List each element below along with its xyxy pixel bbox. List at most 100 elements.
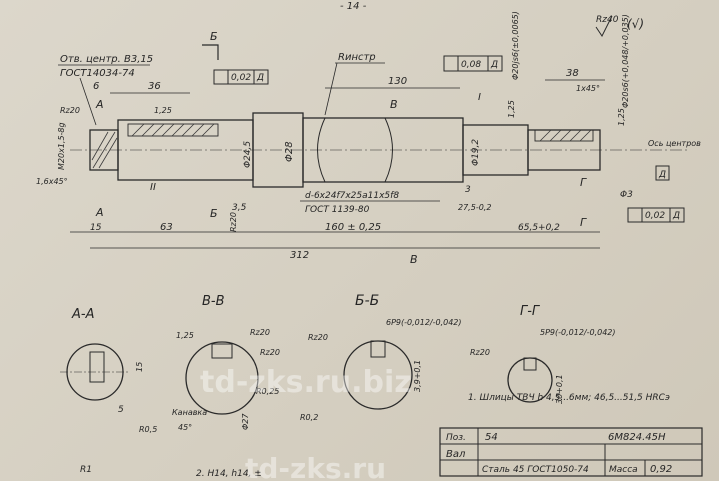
- cut-arrow-b-top: [202, 44, 219, 60]
- roughness-symbol-top: [595, 15, 613, 37]
- center-hole-label: Отв. центр. В3,15: [60, 54, 153, 65]
- section-bb: [343, 340, 413, 410]
- title-mass-label: Масса: [609, 465, 638, 475]
- dim-phi245: Φ24,5: [243, 141, 253, 168]
- dim-chamfer-right: 1x45°: [576, 84, 600, 93]
- rinstr-leader: [324, 62, 338, 116]
- roughness-brace: (√): [627, 17, 644, 31]
- note-1: 1. Шлицы ТВЧ h 4,5...6мм; 46,5...51,5 HR…: [468, 393, 670, 403]
- tolerance-top-ref: Д: [490, 60, 498, 70]
- aa-dim-15: 15: [135, 362, 144, 372]
- center-hole-std: ГОСТ14034-74: [60, 68, 135, 79]
- dim-65-5: 65,5+0,2: [518, 223, 560, 233]
- tolerance-frame-top: 0,08 Д: [443, 55, 503, 72]
- tolerance-left-value: 0,02: [231, 73, 251, 83]
- section-gg-title: Г-Г: [520, 304, 541, 319]
- dim-m20: M20x1,5-8g: [57, 122, 66, 170]
- dim-3: 3: [465, 185, 471, 195]
- gg-30: 30+0,1: [555, 374, 564, 404]
- section-aa-title: A-A: [71, 307, 94, 322]
- dim-160: 160 ± 0,25: [325, 222, 381, 233]
- vv-r025: R0,25: [256, 387, 279, 396]
- tolerance-right-ref: Д: [672, 211, 680, 221]
- section-vv-title: В-В: [202, 294, 225, 309]
- gg-5p9: 5P9(-0,012/-0,042): [540, 328, 616, 337]
- tolerance-frame-right: 0,02 Д: [627, 207, 685, 223]
- title-pos-label: Поз.: [446, 433, 466, 443]
- section-gg: [507, 357, 553, 403]
- bb-39: 3,9+0,1: [413, 360, 422, 392]
- aa-groove: Канавка: [172, 408, 207, 417]
- vv-125: 1,25: [176, 331, 194, 340]
- marker-v-top: В: [390, 98, 398, 111]
- dim-63: 63: [160, 222, 173, 233]
- dim-125-a: 1,25: [154, 106, 172, 115]
- callout-leader: [79, 77, 97, 126]
- spline-runout-right: [384, 117, 393, 183]
- keyway-right: [534, 129, 594, 142]
- vv-rz20: Rz20: [250, 328, 270, 337]
- tolerance-frame-left: 0,02 Д: [213, 69, 269, 85]
- centers-label: Ось центров: [648, 139, 701, 148]
- marker-g-bottom: Г: [580, 216, 587, 229]
- spline-std: ГОСТ 1139-80: [305, 205, 370, 215]
- dim-38: 38: [566, 68, 579, 79]
- tolerance-top-value: 0,08: [461, 60, 481, 70]
- title-pos-value: 54: [485, 432, 498, 443]
- section-aa: [60, 343, 130, 401]
- dim-125-b: 1,25: [507, 100, 516, 118]
- aa-r05: R0,5: [139, 425, 157, 434]
- marker-v-bottom: В: [410, 253, 418, 266]
- bb-6p9: 6P9(-0,012/-0,042): [386, 318, 462, 327]
- section-marker-b-top: Б: [210, 30, 218, 43]
- dim-phi192: Φ19,2: [471, 139, 481, 166]
- marker-b-bottom: Б: [210, 207, 218, 220]
- dim-27-5: 27,5-0,2: [458, 203, 491, 212]
- dim-36: 36: [148, 81, 161, 92]
- aa-45: 45°: [178, 423, 192, 432]
- tolerance-left-ref: Д: [256, 73, 264, 83]
- dim-rz20-vert: Rz20: [229, 212, 238, 232]
- aa-r1: R1: [80, 465, 92, 475]
- section-vv: [185, 341, 259, 415]
- dim-6: 6: [93, 81, 99, 92]
- page-number: - 14 -: [340, 1, 367, 12]
- vv-r02: R0,2: [300, 413, 318, 422]
- dim-phi28: Φ28: [284, 141, 295, 162]
- dim-chamfer-left: 1,6x45°: [36, 177, 68, 186]
- dim-rz20-left: Rz20: [60, 106, 80, 115]
- dim-20js6: Φ20js6(±0,0065): [511, 11, 520, 80]
- tolerance-right-value: 0,02: [645, 211, 665, 221]
- marker-a-top: A: [95, 98, 104, 111]
- dim-130: 130: [388, 76, 407, 87]
- roman-2: II: [150, 182, 156, 193]
- vv-rz20b: Rz20: [260, 348, 280, 357]
- title-material: Сталь 45 ГОСТ1050-74: [482, 465, 589, 475]
- watermark-bottom: td-zks.ru: [245, 452, 386, 481]
- keyway-left: [127, 123, 219, 137]
- title-drawing-number: 6M824.45H: [608, 432, 666, 443]
- spline-spec: d-6x24f7x25a11x5f8: [305, 191, 399, 201]
- note-2: 2. H14, h14, ±: [196, 469, 262, 479]
- ref-d-box: [655, 165, 670, 181]
- watermark-mid: td-zks.ru.biz: [200, 365, 412, 400]
- bb-rz20: Rz20: [308, 333, 328, 342]
- marker-a-bottom: A: [95, 206, 104, 219]
- roman-1: I: [478, 92, 481, 103]
- dim-3-5: 3,5: [232, 203, 247, 213]
- roughness-top: Rz40: [596, 15, 619, 25]
- ref-d: Д: [658, 170, 666, 180]
- dim-phi3: Φ3: [620, 190, 633, 200]
- title-block: Поз. 54 6M824.45H Вал Сталь 45 ГОСТ1050-…: [439, 427, 703, 477]
- title-mass-value: 0,92: [650, 464, 672, 475]
- section-bb-title: Б-Б: [355, 293, 379, 309]
- title-part-name: Вал: [446, 449, 466, 460]
- vv-d27: Φ27: [241, 413, 250, 430]
- dim-125-c: 1,25: [617, 108, 626, 126]
- spline-runout-left: [317, 117, 326, 183]
- dim-15: 15: [90, 223, 102, 233]
- aa-dim-5: 5: [118, 405, 124, 415]
- rinstr-label: Rинстр: [338, 52, 376, 63]
